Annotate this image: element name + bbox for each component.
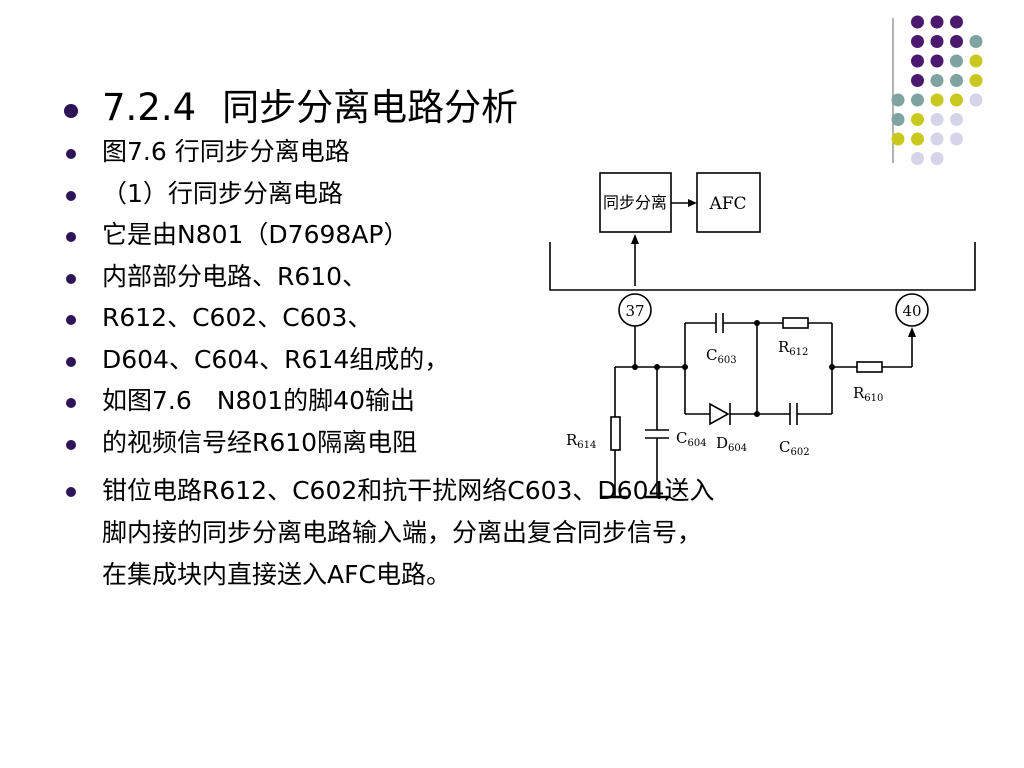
decorative-dot (911, 15, 924, 29)
decorative-dot (930, 152, 944, 165)
bullet-text: 内部部分电路、R610、 (102, 261, 368, 291)
r612-label: R612 (778, 338, 808, 358)
bullet-icon (66, 315, 76, 325)
bullet-icon (64, 104, 78, 118)
bullet-item: 的视频信号经R610隔离电阻 (60, 427, 960, 471)
bullet-text: R612、C602、C603、 (102, 303, 373, 332)
decorative-dot (911, 113, 924, 126)
bullet-item: 如图7.6 N801的脚40输出 (60, 387, 960, 429)
ic-boundary (549, 242, 976, 291)
bullet-text: 的视频信号经R610隔离电阻 (102, 427, 418, 457)
bullet-icon (66, 149, 76, 159)
bullet-text: （1）行同步分离电路 (102, 178, 343, 208)
decorative-dot (950, 132, 963, 146)
decorative-dot (969, 35, 983, 48)
bullet-icon (66, 190, 76, 201)
sync-separator-label: 同步分离 (603, 193, 667, 212)
r612-resistor (782, 317, 809, 329)
arrow-icon (631, 234, 639, 244)
decorative-dot (950, 113, 963, 126)
decorative-dot (930, 54, 944, 68)
bullet-icon (66, 232, 76, 242)
dot-grid (891, 15, 983, 165)
bullet-icon (66, 439, 76, 450)
r614-resistor (610, 416, 621, 451)
c602-label: C602 (779, 438, 810, 458)
decorative-dot (891, 113, 905, 126)
bullet-item: R612、C602、C603、 (60, 304, 960, 346)
decorative-dot (950, 15, 963, 29)
bullet-item: （1）行同步分离电路 (60, 178, 960, 222)
bullet-item: 图7.6 行同步分离电路 (60, 138, 960, 180)
arrow-icon (688, 199, 697, 207)
bullet-item: 它是由N801（D7698AP） (60, 221, 960, 263)
decorative-dot (950, 54, 963, 68)
bullet-text: 图7.6 行同步分离电路 (102, 137, 350, 166)
decorative-dot (930, 74, 944, 87)
decorative-dot (969, 74, 983, 87)
bullet-icon (66, 273, 76, 284)
decorative-dot (950, 93, 963, 107)
c604-label: C604 (676, 429, 707, 449)
r610-label: R610 (853, 384, 883, 404)
bullet-icon (66, 356, 76, 367)
decorative-dot (930, 15, 944, 29)
bullet-item: 内部部分电路、R610、 (60, 261, 960, 305)
decorative-dot (969, 93, 983, 107)
c603-label: C603 (706, 346, 737, 366)
bullet-text: 它是由N801（D7698AP） (102, 220, 409, 249)
pin-37-label: 37 (625, 302, 644, 320)
decorative-dot (930, 132, 944, 146)
arrow-icon (908, 327, 916, 337)
bullet-line: 在集成块内直接送入AFC电路。 (102, 560, 451, 589)
decorative-dot (911, 35, 924, 48)
bullet-item-multiline: 钳位电路R612、C602和抗干扰网络C603、D604送入 脚内接的同步分离电… (60, 470, 960, 596)
r610-resistor (856, 361, 883, 373)
pin-40-label: 40 (902, 302, 921, 320)
bullet-text: D604、C604、R614组成的， (102, 344, 450, 374)
bullet-text: 如图7.6 N801的脚40输出 (102, 386, 415, 415)
bullet-item: D604、C604、R614组成的， (60, 344, 960, 388)
bullet-icon (66, 398, 76, 408)
decorative-dot (930, 93, 944, 107)
slide-title: 7.2.4 同步分离电路分析 (60, 80, 960, 138)
decorative-dot (891, 93, 905, 107)
r614-label: R614 (566, 431, 596, 451)
decorative-dot (911, 152, 924, 165)
bullet-line: 钳位电路R612、C602和抗干扰网络C603、D604送入 (102, 476, 715, 505)
decorative-dot (911, 132, 924, 146)
bullet-line: 脚内接的同步分离电路输入端，分离出复合同步信号， (102, 518, 703, 547)
afc-block (696, 172, 761, 233)
d604-diode (709, 402, 730, 426)
decorative-dot (950, 35, 963, 48)
title-number: 7.2.4 (102, 86, 197, 129)
decorative-dot (950, 74, 963, 87)
d604-label: D604 (716, 434, 747, 454)
title-text: 同步分离电路分析 (222, 86, 519, 129)
decorative-dot (930, 35, 944, 48)
decorative-dot (911, 54, 924, 68)
decorative-dot (930, 113, 944, 126)
pin-40-marker (895, 293, 929, 327)
decorative-dot (911, 93, 924, 107)
bullet-icon (66, 487, 76, 497)
afc-label: AFC (708, 194, 746, 214)
decorative-dot (969, 54, 983, 68)
decorative-dot (891, 132, 905, 146)
bullet-list: 7.2.4 同步分离电路分析 图7.6 行同步分离电路 （1）行同步分离电路 它是… (60, 80, 960, 596)
decorative-dot (911, 74, 924, 87)
